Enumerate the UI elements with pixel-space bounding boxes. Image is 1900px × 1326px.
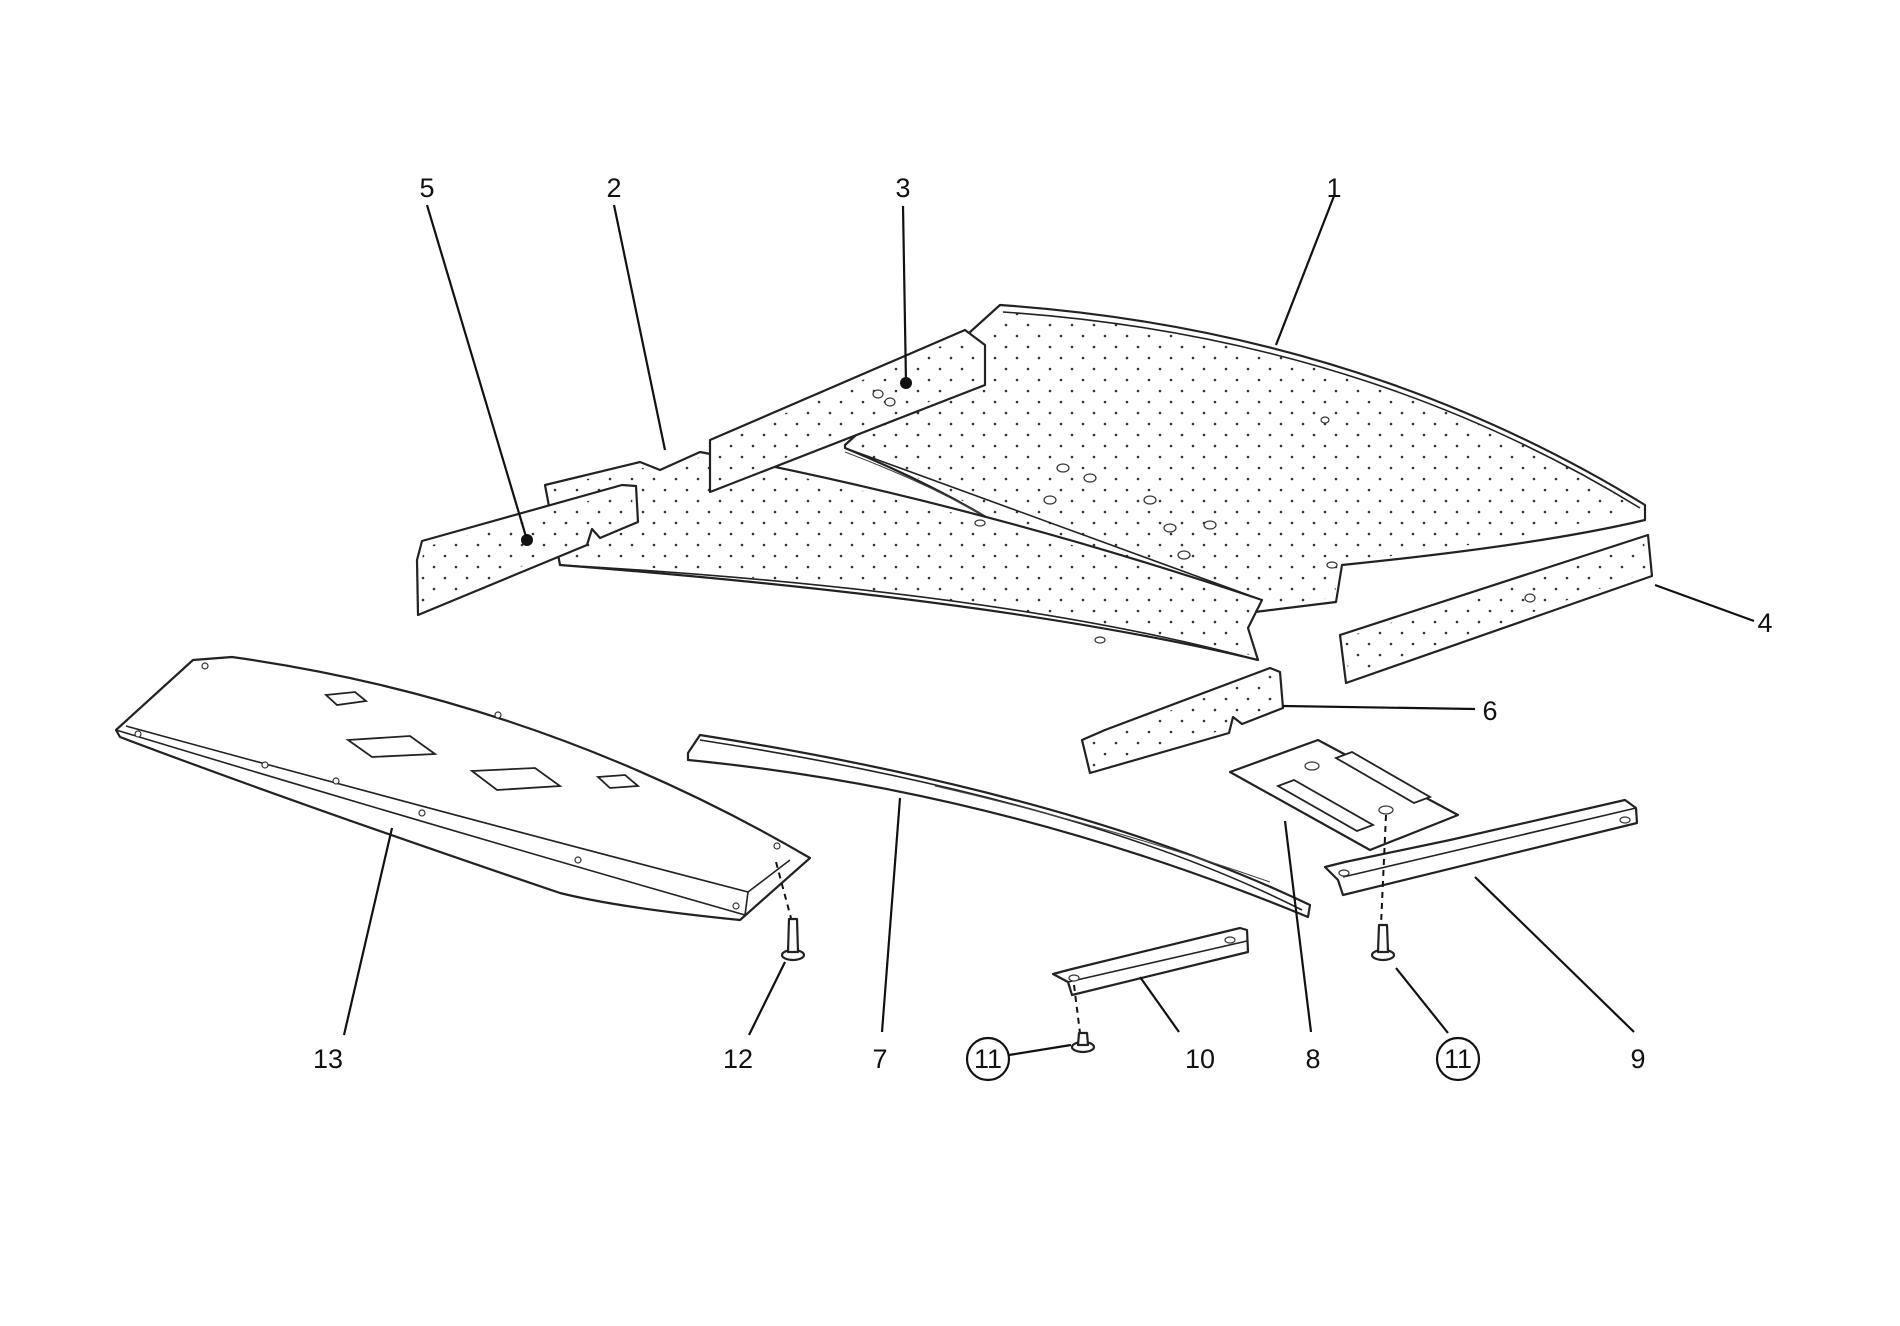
leader-1	[1274, 195, 1336, 346]
callout-11b: 11	[1444, 1044, 1472, 1074]
leader-3-dot	[900, 377, 912, 389]
leader-11b	[1395, 967, 1449, 1034]
leader-13	[342, 827, 394, 1036]
callout-5: 5	[419, 173, 434, 203]
leader-2	[612, 204, 667, 451]
callout-3: 3	[895, 173, 910, 203]
part-3-side-strip	[708, 328, 987, 494]
screw-11-right	[1370, 814, 1396, 962]
part-13-panel	[114, 655, 812, 922]
leader-lines	[342, 195, 1755, 1057]
part-8-bracket-plate	[1228, 738, 1460, 852]
part-9-right-rail	[1323, 798, 1639, 897]
callout-12: 12	[723, 1044, 753, 1074]
leader-11a	[1008, 1043, 1072, 1057]
callout-labels: 1 2 3 4 5 6 7 8 9 10 11 11 12 13	[313, 173, 1773, 1082]
leader-3	[901, 205, 908, 384]
callout-11a: 11	[974, 1044, 1002, 1074]
leader-6	[1282, 704, 1476, 711]
leader-12	[748, 961, 786, 1036]
callout-4: 4	[1757, 608, 1772, 638]
part-4-rear-strip	[1338, 533, 1654, 685]
part-5-side-strip	[415, 483, 640, 617]
leader-4	[1654, 583, 1755, 623]
callout-13: 13	[313, 1044, 343, 1074]
leader-7	[880, 797, 902, 1033]
leader-10	[1139, 976, 1180, 1033]
callout-6: 6	[1482, 696, 1497, 726]
callout-7: 7	[872, 1044, 887, 1074]
part-6-small-strip	[1080, 666, 1285, 775]
part-10-small-bracket	[1051, 926, 1250, 997]
screw-12	[775, 861, 806, 962]
callout-11a-circle	[965, 1036, 1011, 1082]
leader-5-dot	[521, 534, 533, 546]
callout-10: 10	[1185, 1044, 1215, 1074]
leader-9	[1474, 876, 1635, 1033]
part-2-front-headliner-panel	[543, 447, 1264, 662]
callout-2: 2	[606, 173, 621, 203]
leader-5	[425, 204, 529, 541]
part-7-curved-rail	[686, 733, 1312, 919]
screw-11-left	[1070, 984, 1096, 1054]
callout-9: 9	[1630, 1044, 1645, 1074]
callout-8: 8	[1305, 1044, 1320, 1074]
leader-8	[1283, 820, 1313, 1033]
callout-11b-circle	[1435, 1036, 1481, 1082]
callout-1: 1	[1326, 173, 1341, 203]
